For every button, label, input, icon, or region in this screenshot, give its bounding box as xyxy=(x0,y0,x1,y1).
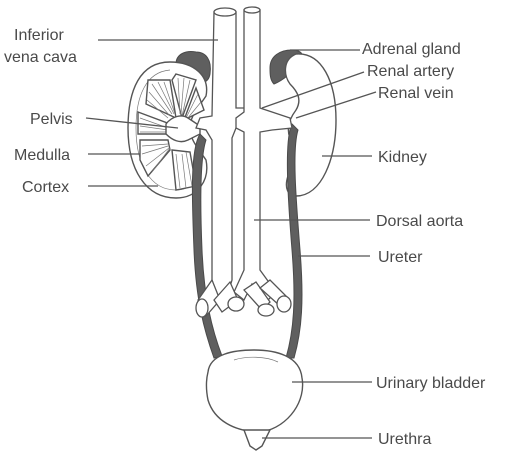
label-adrenal-gland: Adrenal gland xyxy=(362,41,461,58)
leader-lines xyxy=(85,39,377,439)
label-cortex: Cortex xyxy=(22,179,69,196)
label-urethra: Urethra xyxy=(378,431,431,448)
label-renal-vein: Renal vein xyxy=(378,85,454,102)
vena-cava-top-opening xyxy=(213,7,237,17)
label-renal-artery: Renal artery xyxy=(367,63,454,80)
right-ureter xyxy=(285,123,303,359)
label-kidney: Kidney xyxy=(378,149,427,166)
label-inferior-vena-cava-line2: vena cava xyxy=(4,49,77,66)
left-kidney-medulla xyxy=(137,73,205,191)
label-ureter: Ureter xyxy=(378,249,423,266)
label-medulla: Medulla xyxy=(14,147,70,164)
iliac-branches xyxy=(195,278,292,318)
aorta-top-opening xyxy=(243,6,261,14)
label-dorsal-aorta: Dorsal aorta xyxy=(376,213,463,230)
urethra xyxy=(242,429,272,451)
left-renal-pelvis xyxy=(165,115,201,143)
label-inferior-vena-cava-line1: Inferior xyxy=(14,27,64,44)
bladder-wall-line xyxy=(233,356,279,363)
label-pelvis: Pelvis xyxy=(30,111,73,128)
label-urinary-bladder: Urinary bladder xyxy=(376,375,486,392)
urinary-bladder xyxy=(205,349,304,433)
